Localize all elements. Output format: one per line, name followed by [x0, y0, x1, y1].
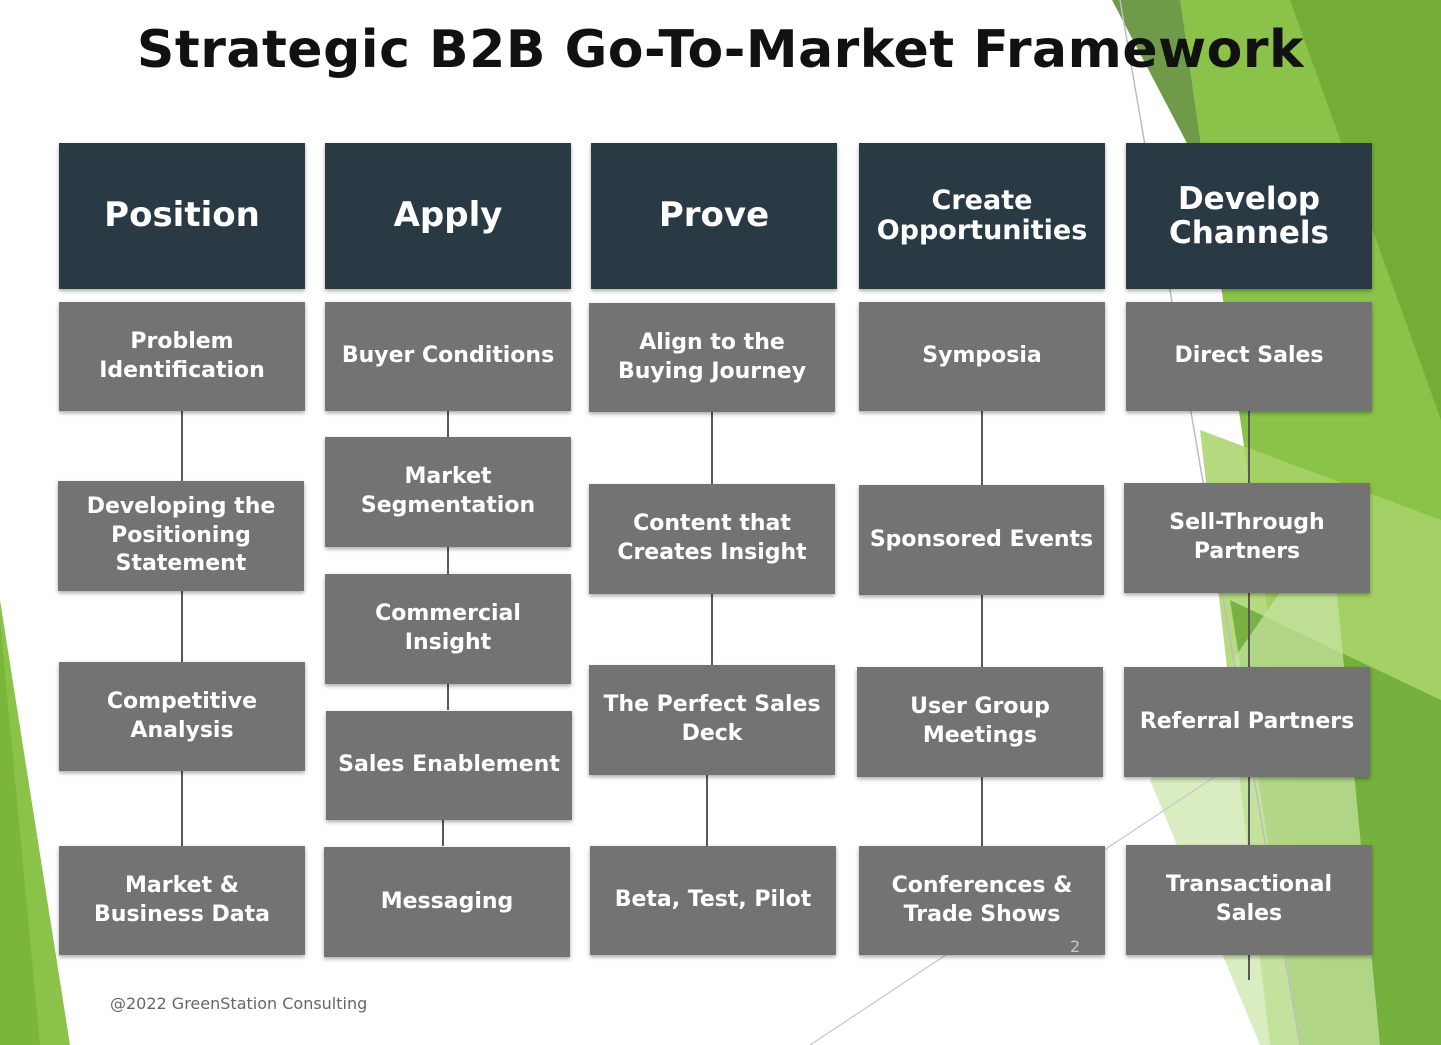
step-sponsored-events: Sponsored Events [859, 485, 1104, 595]
column-header-position: Position [59, 143, 305, 289]
step-direct-sales: Direct Sales [1126, 302, 1372, 411]
step-user-group-meetings: User Group Meetings [857, 667, 1103, 777]
step-transactional-sales: Transactional Sales [1126, 845, 1372, 955]
column-header-prove: Prove [591, 143, 837, 289]
step-sell-through-partners: Sell-Through Partners [1124, 483, 1370, 593]
step-buyer-conditions: Buyer Conditions [325, 302, 571, 411]
connector [706, 774, 708, 848]
step-referral-partners: Referral Partners [1124, 667, 1370, 777]
step-messaging: Messaging [324, 847, 570, 957]
step-content-creates-insight: Content that Creates Insight [589, 484, 835, 594]
step-competitive-analysis: Competitive Analysis [59, 662, 305, 771]
page-number: 2 [1070, 937, 1081, 956]
connector [181, 410, 183, 850]
step-problem-identification: Problem Identification [59, 302, 305, 411]
connector [981, 410, 983, 850]
slide-title: Strategic B2B Go-To-Market Framework [136, 20, 1305, 80]
step-perfect-sales-deck: The Perfect Sales Deck [589, 665, 835, 775]
step-conferences-trade-shows: Conferences & Trade Shows [859, 846, 1105, 955]
column-header-develop-channels: Develop Channels [1126, 143, 1372, 289]
step-positioning-statement: Developing the Positioning Statement [58, 481, 304, 591]
connector [447, 410, 449, 710]
step-market-segmentation: Market Segmentation [325, 437, 571, 547]
connector [442, 818, 444, 846]
step-market-business-data: Market & Business Data [59, 846, 305, 955]
copyright-footer: @2022 GreenStation Consulting [110, 994, 368, 1013]
step-beta-test-pilot: Beta, Test, Pilot [590, 846, 836, 955]
step-symposia: Symposia [859, 302, 1105, 411]
column-header-apply: Apply [325, 143, 571, 289]
step-sales-enablement: Sales Enablement [326, 711, 572, 820]
column-header-create-opportunities: Create Opportunities [859, 143, 1105, 289]
step-align-buying-journey: Align to the Buying Journey [589, 303, 835, 412]
step-commercial-insight: Commercial Insight [325, 574, 571, 684]
